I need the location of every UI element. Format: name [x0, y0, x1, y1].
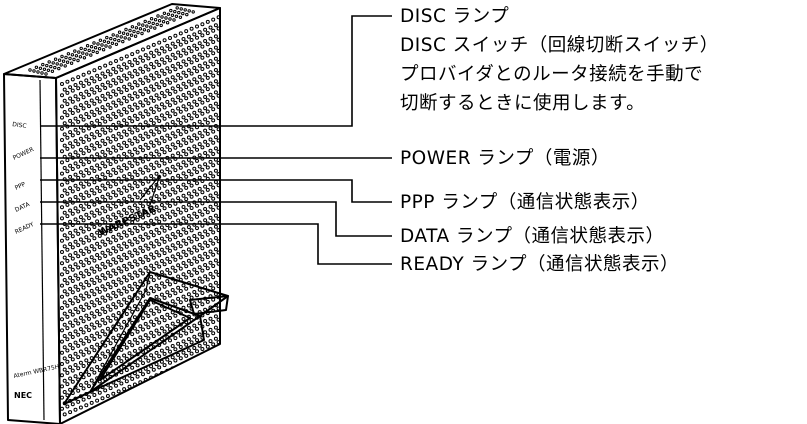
router-body [4, 4, 223, 424]
front-panel-labels: DISC POWER PPP DATA READY Aterm WBR75H N… [12, 121, 60, 400]
disc-callout-line-4: 切断するときに使用します。 [400, 89, 719, 118]
leader-data [40, 202, 392, 236]
ready-callout: READY ランプ（通信状態表示） [400, 250, 679, 279]
disc-label: DISC [12, 121, 27, 130]
ppp-callout: PPP ランプ（通信状態表示） [400, 188, 650, 217]
ready-label: READY [14, 221, 35, 236]
data-label: DATA [14, 201, 32, 214]
power-callout: POWER ランプ（電源） [400, 144, 610, 173]
data-callout: DATA ランプ（通信状態表示） [400, 222, 665, 251]
disc-callout: DISC ランプ DISC スイッチ（回線切断スイッチ） プロバイダとのルータ接… [400, 2, 719, 118]
nec-logo: NEC [14, 391, 32, 400]
disc-callout-line-2: DISC スイッチ（回線切断スイッチ） [400, 31, 719, 60]
disc-callout-line-1: DISC ランプ [400, 2, 719, 31]
ppp-label: PPP [14, 181, 27, 192]
model-label: Aterm WBR75H [13, 363, 60, 380]
disc-callout-line-3: プロバイダとのルータ接続を手動で [400, 60, 719, 89]
power-label: POWER [12, 146, 35, 162]
